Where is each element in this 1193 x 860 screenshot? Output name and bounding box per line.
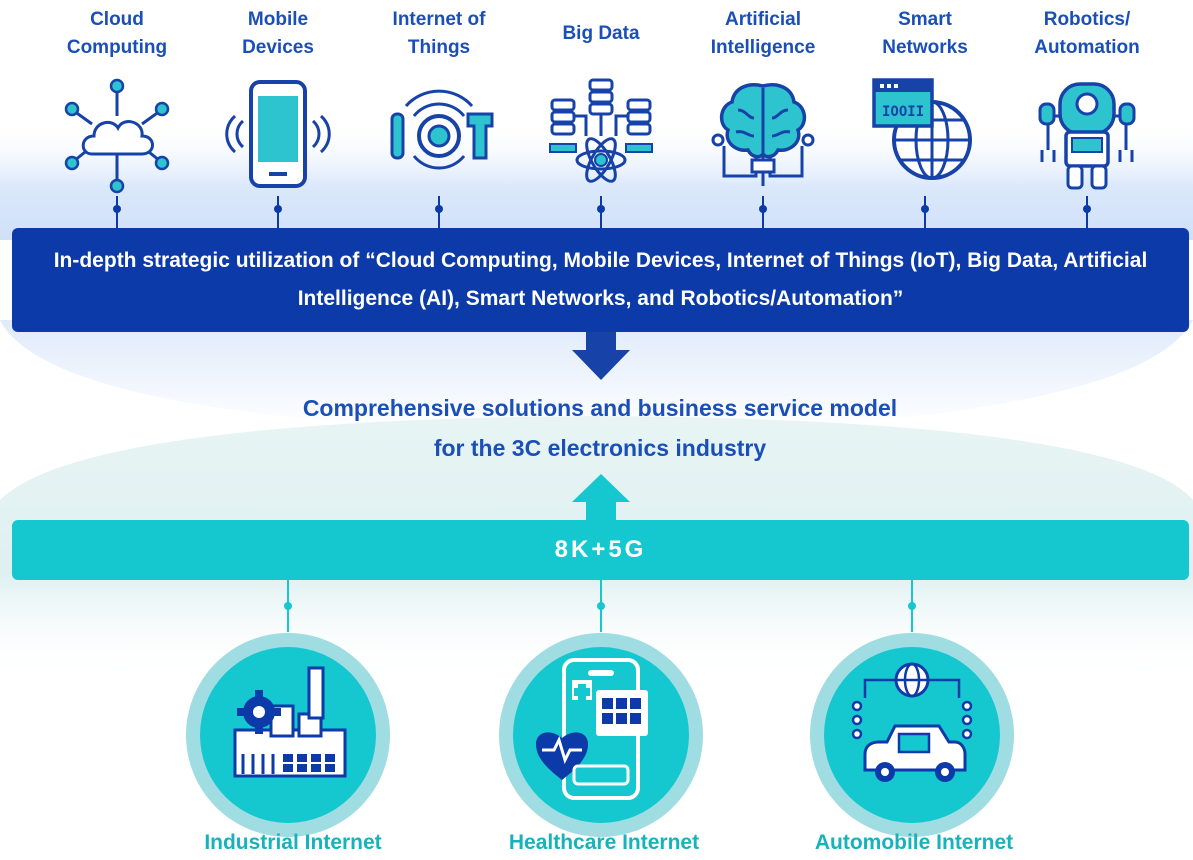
foundation-bar: 8K+5G	[12, 520, 1189, 580]
svg-text:IOOII: IOOII	[882, 104, 924, 120]
down-arrow-icon	[572, 332, 630, 380]
tech-label-ai: Artificial Intelligence	[710, 9, 816, 58]
cloud-network-icon	[64, 78, 170, 194]
tech-label-mobile-devices: Mobile Devices	[242, 9, 314, 58]
tech-label-smart-networks: Smart Networks	[882, 9, 968, 58]
robot-icon	[1038, 82, 1136, 190]
domain-label-healthcare: Healthcare Internet	[508, 831, 700, 854]
factory-gear-icon	[186, 633, 390, 837]
up-arrow-icon	[572, 474, 630, 520]
big-data-icon	[549, 78, 653, 183]
strategy-bar-text: In-depth strategic utilization of “Cloud…	[53, 249, 1148, 310]
strategy-bar: In-depth strategic utilization of “Cloud…	[12, 228, 1189, 332]
iot-icon	[390, 89, 494, 170]
tech-label-robotics: Robotics/ Automation	[1034, 9, 1140, 58]
domain-label-automobile: Automobile Internet	[814, 831, 1014, 854]
connected-car-icon	[810, 633, 1014, 837]
globe-network-icon: IOOII	[872, 78, 972, 180]
health-app-icon	[499, 633, 703, 837]
tech-label-big-data: Big Data	[562, 23, 640, 44]
tech-label-iot: Internet of Things	[392, 9, 486, 58]
foundation-bar-text: 8K+5G	[554, 536, 647, 563]
domain-label-industrial: Industrial Internet	[204, 831, 382, 854]
solutions-heading: Comprehensive solutions and business ser…	[302, 395, 898, 461]
brain-chip-icon	[711, 83, 815, 186]
smartphone-icon	[225, 80, 331, 188]
tech-label-cloud-computing: Cloud Computing	[66, 9, 168, 58]
